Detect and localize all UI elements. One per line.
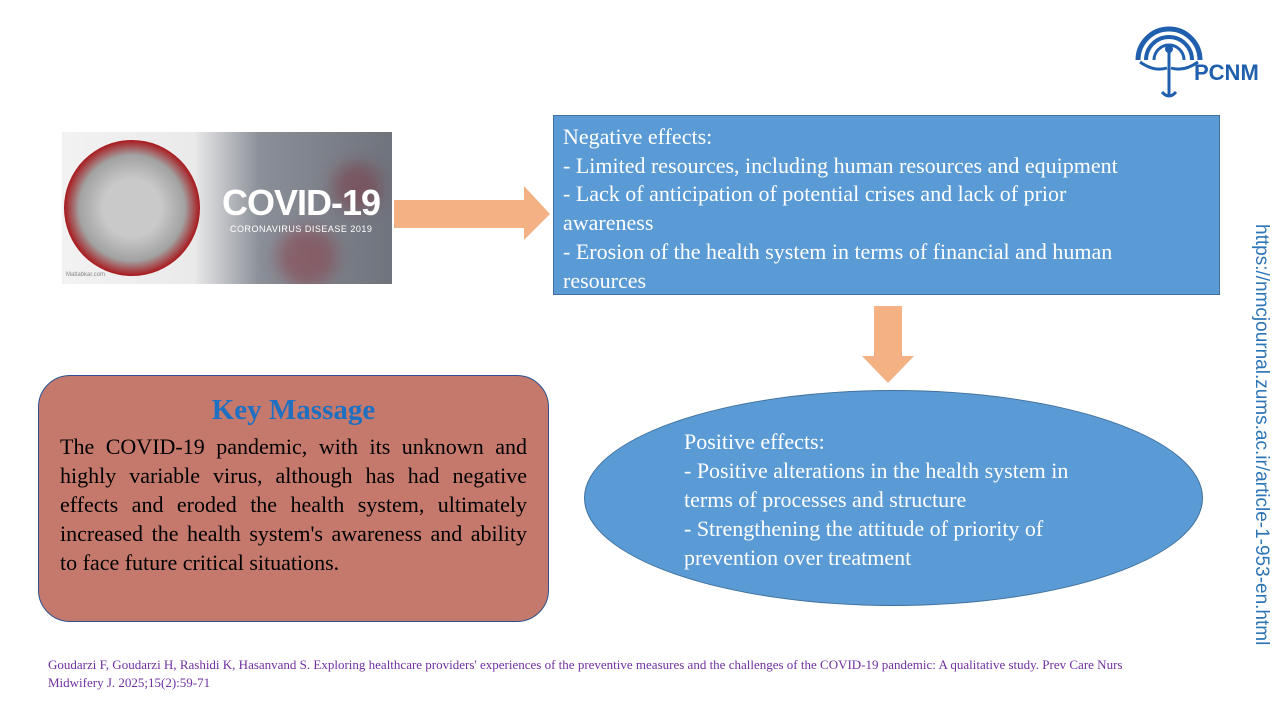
covid-image-credit: Matlabkar.com <box>66 272 106 278</box>
negative-effect-item: - Erosion of the health system in terms … <box>563 238 1113 293</box>
article-url[interactable]: https://nmcjournal.zums.ac.ir/article-1-… <box>1251 224 1272 646</box>
positive-effects-text: Positive effects: - Positive alterations… <box>684 427 1104 572</box>
key-message-box <box>38 375 549 622</box>
logo-text: PCNM <box>1194 60 1259 85</box>
arrow-right-icon <box>394 186 550 240</box>
caduceus-icon <box>1135 26 1203 98</box>
negative-effects-heading: Negative effects: <box>563 124 713 149</box>
covid-image-title: COVID-19 <box>222 182 381 223</box>
negative-effect-item: - Limited resources, including human res… <box>563 152 1118 178</box>
virus-illustration <box>64 140 200 276</box>
positive-effects-heading: Positive effects: <box>684 429 825 454</box>
covid-image-subtitle: CORONAVIRUS DISEASE 2019 <box>230 224 373 234</box>
arrow-down-icon <box>862 306 914 383</box>
key-message-text: The COVID-19 pandemic, with its unknown … <box>60 434 527 575</box>
covid-image: COVID-19 CORONAVIRUS DISEASE 2019 Matlab… <box>62 132 392 284</box>
negative-effect-item: - Lack of anticipation of potential cris… <box>563 181 1067 236</box>
positive-effects-ellipse <box>584 390 1203 606</box>
key-message-title: Key Massage <box>211 394 376 426</box>
citation: Goudarzi F, Goudarzi H, Rashidi K, Hasan… <box>48 657 1123 690</box>
positive-effect-item: - Positive alterations in the health sys… <box>684 458 1069 512</box>
negative-effects-box: Negative effects: - Limited resources, i… <box>553 115 1220 295</box>
pcnm-logo: PCNM <box>1134 22 1280 100</box>
positive-effect-item: - Strengthening the attitude of priority… <box>684 516 1044 570</box>
